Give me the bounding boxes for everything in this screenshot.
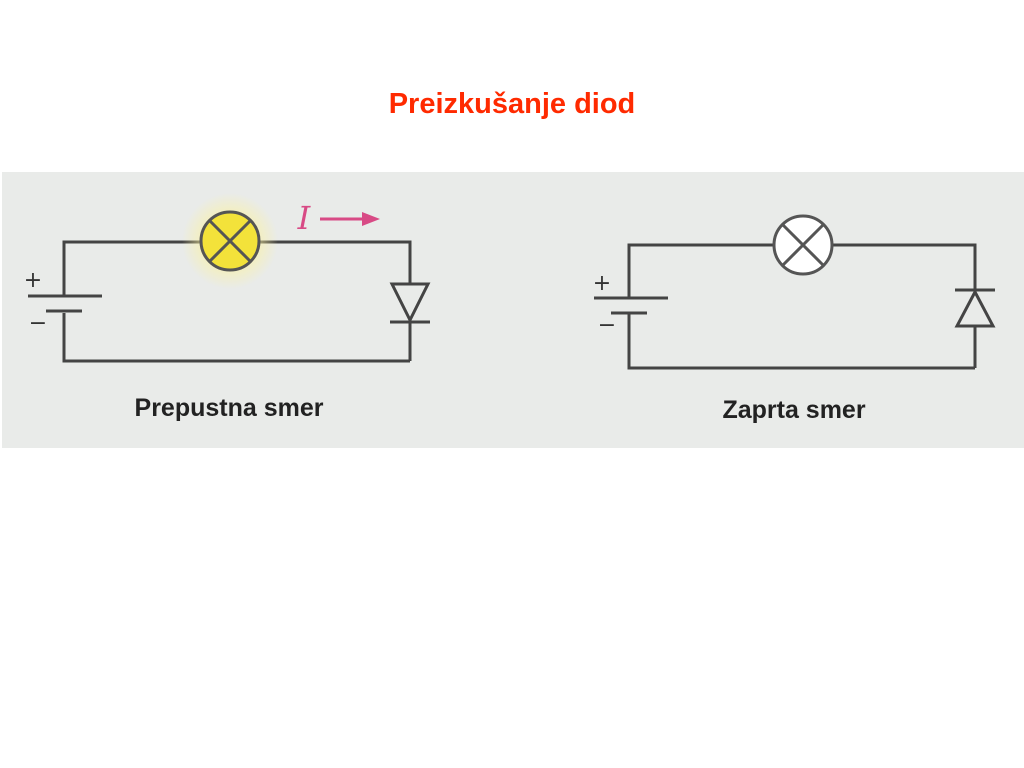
diode-reverse-icon xyxy=(954,288,996,328)
circuit-diagram: + − I Prepustna smer xyxy=(24,193,996,424)
wire-top-right xyxy=(260,240,412,284)
battery-plus-sign: + xyxy=(24,268,42,293)
page-title: Preizkušanje diod xyxy=(388,88,636,120)
diode-forward-icon xyxy=(389,282,431,324)
battery-minus-sign: − xyxy=(598,313,616,338)
wire-top-left xyxy=(62,240,200,297)
wire-top-left xyxy=(627,243,774,299)
wire-bottom xyxy=(627,314,975,370)
current-symbol: I xyxy=(297,199,312,237)
circuit-reverse: + − Zaprta smer xyxy=(593,214,996,424)
lamp-cross-b xyxy=(208,219,252,263)
wire-top-right xyxy=(832,243,977,290)
circuit-caption-reverse: Zaprta smer xyxy=(722,396,865,424)
lamp-cross-b xyxy=(781,223,825,267)
circuit-caption-forward: Prepustna smer xyxy=(135,394,324,422)
battery-plus-sign: + xyxy=(593,271,611,296)
wire-bottom xyxy=(62,313,410,363)
current-arrow-icon xyxy=(362,212,380,226)
diagram-panel: + − I Prepustna smer xyxy=(2,172,1024,448)
battery-minus-sign: − xyxy=(29,311,47,336)
circuit-forward: + − I Prepustna smer xyxy=(24,193,431,422)
